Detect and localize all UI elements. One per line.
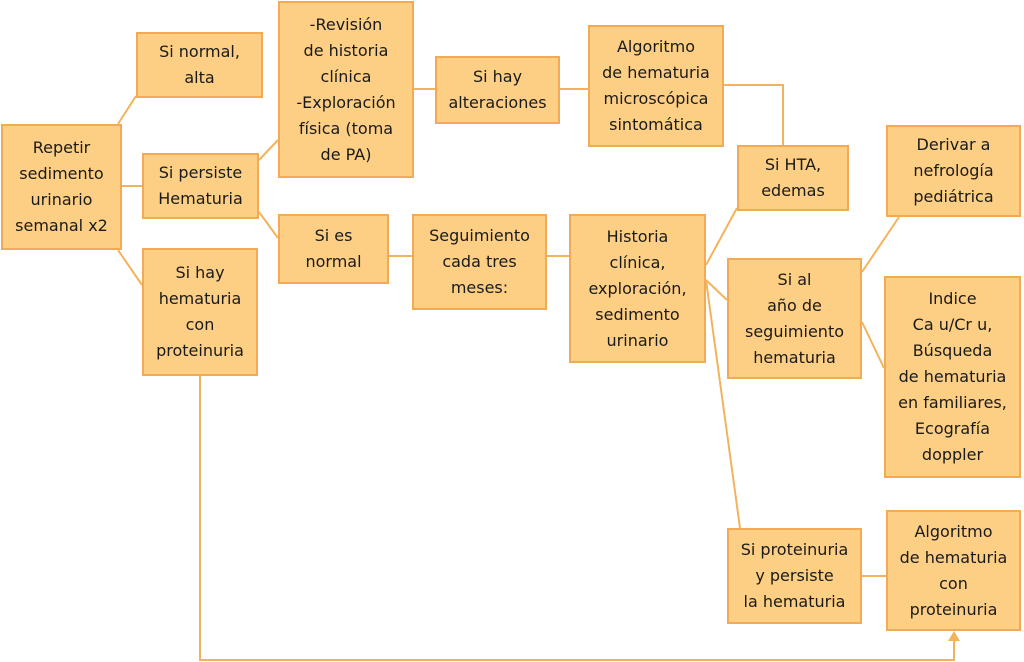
connector-historia-hta bbox=[705, 207, 738, 266]
connector-historia-alano bbox=[705, 279, 728, 301]
node-revision-historia: -Revisión de historia clínica -Exploraci… bbox=[278, 1, 414, 178]
connector-persiste-revision bbox=[258, 139, 279, 161]
node-si-hay-hematuria-proteinuria: Si hay hematuria con proteinuria bbox=[142, 248, 258, 376]
node-derivar-nefrologia: Derivar a nefrología pediátrica bbox=[886, 125, 1021, 217]
node-si-hay-alteraciones: Si hay alteraciones bbox=[435, 56, 560, 124]
node-algoritmo-microscopica: Algoritmo de hematuria microscópica sint… bbox=[588, 25, 724, 147]
node-historia-clinica: Historia clínica, exploración, sedimento… bbox=[569, 214, 706, 363]
connector-repetir-proteinuria bbox=[117, 249, 143, 286]
node-si-al-ano-seguimiento: Si al año de seguimiento hematuria bbox=[727, 258, 862, 379]
node-si-persiste-hematuria: Si persiste Hematuria bbox=[142, 153, 259, 219]
arrow-head bbox=[948, 631, 960, 641]
connector-historia-proteinuria bbox=[705, 279, 741, 529]
connector-proteinuria-algoritmo bbox=[199, 376, 955, 661]
connector-persiste-normal bbox=[258, 211, 279, 239]
node-si-normal-alta: Si normal, alta bbox=[136, 32, 263, 98]
connector-alano-derivar bbox=[861, 216, 900, 273]
connector-alano-indice bbox=[861, 321, 885, 369]
node-indice-ca-cr: Indice Ca u/Cr u, Búsqueda de hematuria … bbox=[884, 276, 1021, 478]
connector-repetir-normal bbox=[117, 95, 137, 125]
node-si-proteinuria-persiste: Si proteinuria y persiste la hematuria bbox=[727, 528, 862, 624]
node-algoritmo-proteinuria: Algoritmo de hematuria con proteinuria bbox=[886, 510, 1021, 631]
node-seguimiento: Seguimiento cada tres meses: bbox=[412, 214, 547, 310]
node-si-es-normal: Si es normal bbox=[278, 214, 389, 284]
connector-algoritmo-hta bbox=[724, 84, 784, 145]
node-si-hta-edemas: Si HTA, edemas bbox=[737, 145, 849, 211]
node-repetir-sedimento: Repetir sedimento urinario semanal x2 bbox=[1, 124, 122, 250]
